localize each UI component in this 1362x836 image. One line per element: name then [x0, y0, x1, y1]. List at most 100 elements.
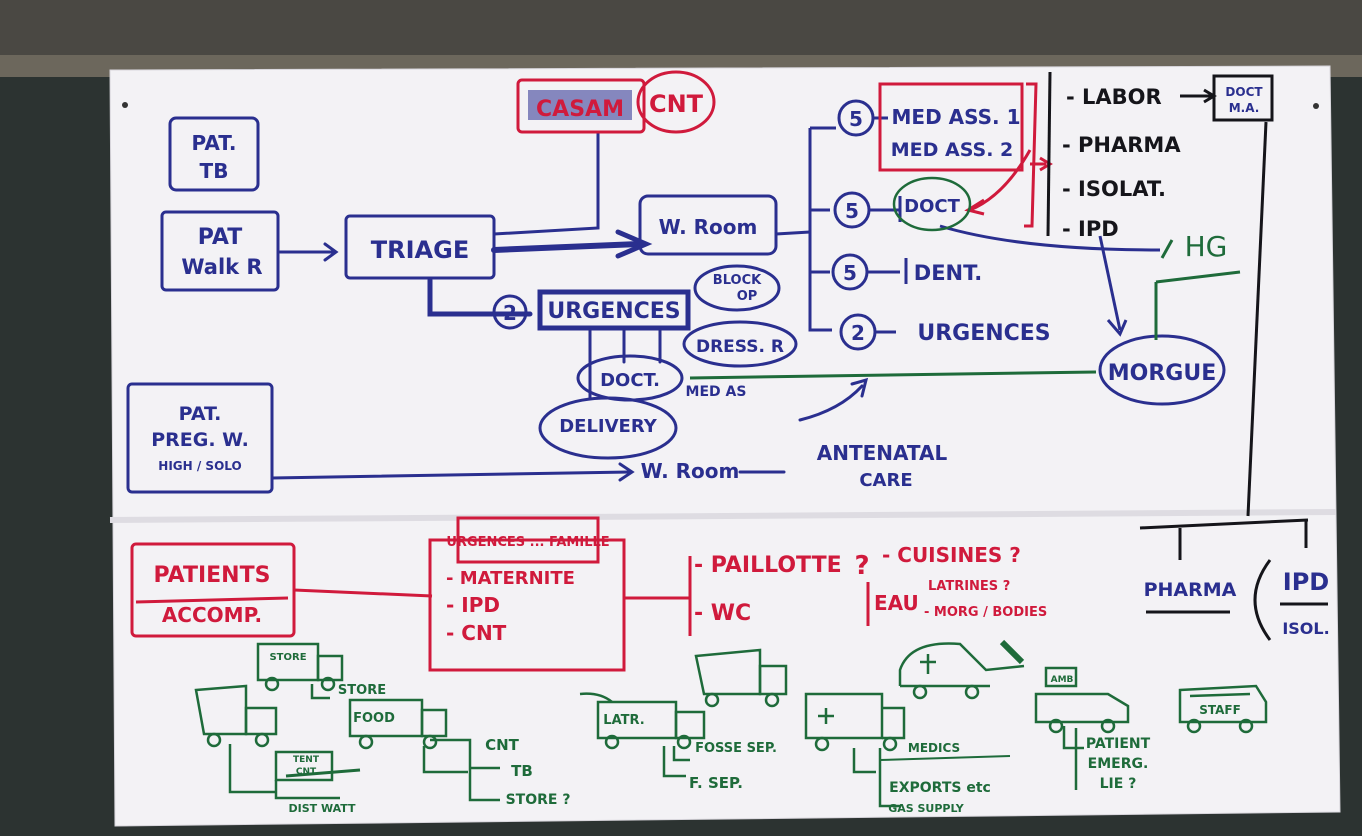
doct-consult-label: DOCT [904, 196, 960, 217]
store2-label: STORE ? [506, 792, 571, 808]
accomp-lines [130, 516, 870, 672]
latrines-label: LATRINES ? [928, 579, 1010, 594]
med-ass-2-label: MED ASS. 2 [891, 139, 1014, 161]
hearse-icon [898, 642, 1025, 700]
dent-count: 5 [843, 261, 857, 285]
patients-label: PATIENTS [154, 563, 271, 588]
truck-medical-icon [804, 692, 906, 808]
store-label: STORE [338, 683, 386, 698]
pat-preg-line1: PAT. [179, 403, 222, 425]
green-link-line [689, 370, 1097, 380]
urgences-consult-count: 2 [851, 321, 865, 345]
tent-icon [274, 750, 340, 800]
tent-line2: CNT [296, 767, 317, 777]
latr-label: LATR. [603, 713, 644, 728]
antenatal-line2: CARE [859, 470, 912, 491]
dent-label: DENT. [914, 261, 982, 285]
services-lines [1046, 71, 1328, 641]
pharma-label: - PHARMA [1062, 133, 1181, 157]
store-truck-text: STORE [269, 652, 306, 663]
doct-count: 5 [845, 199, 859, 223]
tent-strike [285, 768, 361, 778]
morgue-label: MORGUE [1108, 361, 1217, 386]
food-label: FOOD [353, 711, 395, 726]
f-sep-label: F. SEP. [689, 774, 743, 792]
pat-tb-line2: TB [200, 159, 229, 183]
ipd2-label: IPD [1283, 568, 1329, 596]
paillotte-label: - PAILLOTTE [694, 553, 842, 578]
gas-supply-label: GAS SUPPLY [888, 802, 965, 815]
urgences-consult-label: URGENCES [917, 321, 1050, 346]
accomp-labels: PATIENTS ACCOMP. URGENCES ... FAMILLE - … [154, 535, 1048, 645]
services-labels: - LABOR DOCT M.A. - PHARMA - ISOLAT. - I… [1062, 85, 1330, 638]
question-mark: ? [854, 551, 869, 581]
exports-label: EXPORTS etc [889, 780, 991, 796]
patient-flow-lines [126, 116, 869, 494]
list-item-1: URGENCES ... FAMILLE [446, 535, 609, 550]
amb-label: AMB [1051, 675, 1074, 685]
pat-walk-line1: PAT [198, 225, 242, 250]
casam-scribble [528, 90, 632, 120]
paper-fold [109, 509, 1337, 523]
tb-vehicle-label: TB [511, 762, 533, 780]
consult-labels: 5 5 5 2 MED ASS. 1 MED ASS. 2 DOCT DENT.… [843, 105, 1051, 346]
doct-label: DOCT. [600, 370, 660, 391]
med-ass-box [878, 82, 1053, 228]
pin-left [122, 102, 128, 108]
morg-bodies-label: - MORG / BODIES [924, 605, 1047, 620]
accomp-label: ACCOMP. [162, 603, 262, 627]
pat-preg-line3: HIGH / SOLO [158, 459, 241, 473]
antenatal-line1: ANTENATAL [817, 441, 948, 465]
dist-watt-label: DIST WATT [288, 802, 356, 815]
vehicle-sketches [194, 642, 1268, 808]
cnt-label: CNT [649, 90, 704, 118]
pin-right [1313, 103, 1319, 109]
truck-tipper-icon [694, 648, 788, 708]
urgences-count: 2 [503, 301, 517, 325]
med-as-label: MED AS [686, 384, 747, 400]
hg-label: HG [1185, 230, 1228, 263]
block-op-line1: BLOCK [713, 273, 762, 288]
vehicle-labels: STORE STORE FOOD CNT TB STORE ? TENT CNT… [269, 652, 1240, 815]
pat-preg-line2: PREG. W. [151, 429, 249, 451]
casam-cnt-marks [516, 70, 716, 134]
ambulance-icon [1034, 666, 1130, 790]
truck-food-icon [348, 698, 500, 802]
hg-lines [1154, 239, 1241, 340]
top-ledge [0, 0, 1362, 60]
patient-flow-labels: PAT. TB PAT Walk R TRIAGE W. Room URGENC… [151, 131, 947, 491]
bus-icon [1178, 684, 1268, 734]
patient-emerg-line3: LIE ? [1100, 776, 1137, 792]
truck-water-icon [194, 684, 278, 794]
cuisines-label: - CUISINES ? [882, 543, 1021, 567]
list-item-3: - IPD [446, 593, 500, 617]
med-ass-1-label: MED ASS. 1 [892, 105, 1021, 129]
patient-emerg-line1: PATIENT [1086, 736, 1151, 752]
staff-label: STAFF [1199, 703, 1241, 717]
ipd-label: - IPD [1062, 217, 1119, 241]
list-item-4: - CNT [446, 621, 507, 645]
doct-ellipse [892, 176, 972, 232]
isolat-label: - ISOLAT. [1062, 177, 1166, 201]
eau-label: EAU [874, 591, 919, 615]
triage-label: TRIAGE [371, 236, 469, 264]
truck-store-icon [256, 642, 344, 700]
doct-ma-line2: M.A. [1229, 101, 1260, 115]
casam-label: CASAM [536, 97, 624, 122]
medics-strike [879, 755, 1011, 761]
patient-emerg-line2: EMERG. [1088, 756, 1149, 772]
med-ass-count: 5 [849, 107, 863, 131]
wc-label: - WC [694, 601, 751, 626]
cnt-vehicle-label: CNT [485, 736, 520, 754]
truck-latrine-icon [579, 692, 706, 778]
tent-line1: TENT [293, 755, 320, 765]
pat-walk-line2: Walk R [181, 255, 262, 279]
delivery-label: DELIVERY [559, 416, 658, 437]
casam-cnt-labels: CASAM CNT [536, 90, 704, 122]
paper-sheet [109, 65, 1341, 827]
hearse-shade [999, 639, 1025, 665]
w-room-label: W. Room [659, 215, 758, 239]
dress-r-label: DRESS. R [696, 337, 784, 357]
list-item-2: - MATERNITE [446, 568, 575, 589]
